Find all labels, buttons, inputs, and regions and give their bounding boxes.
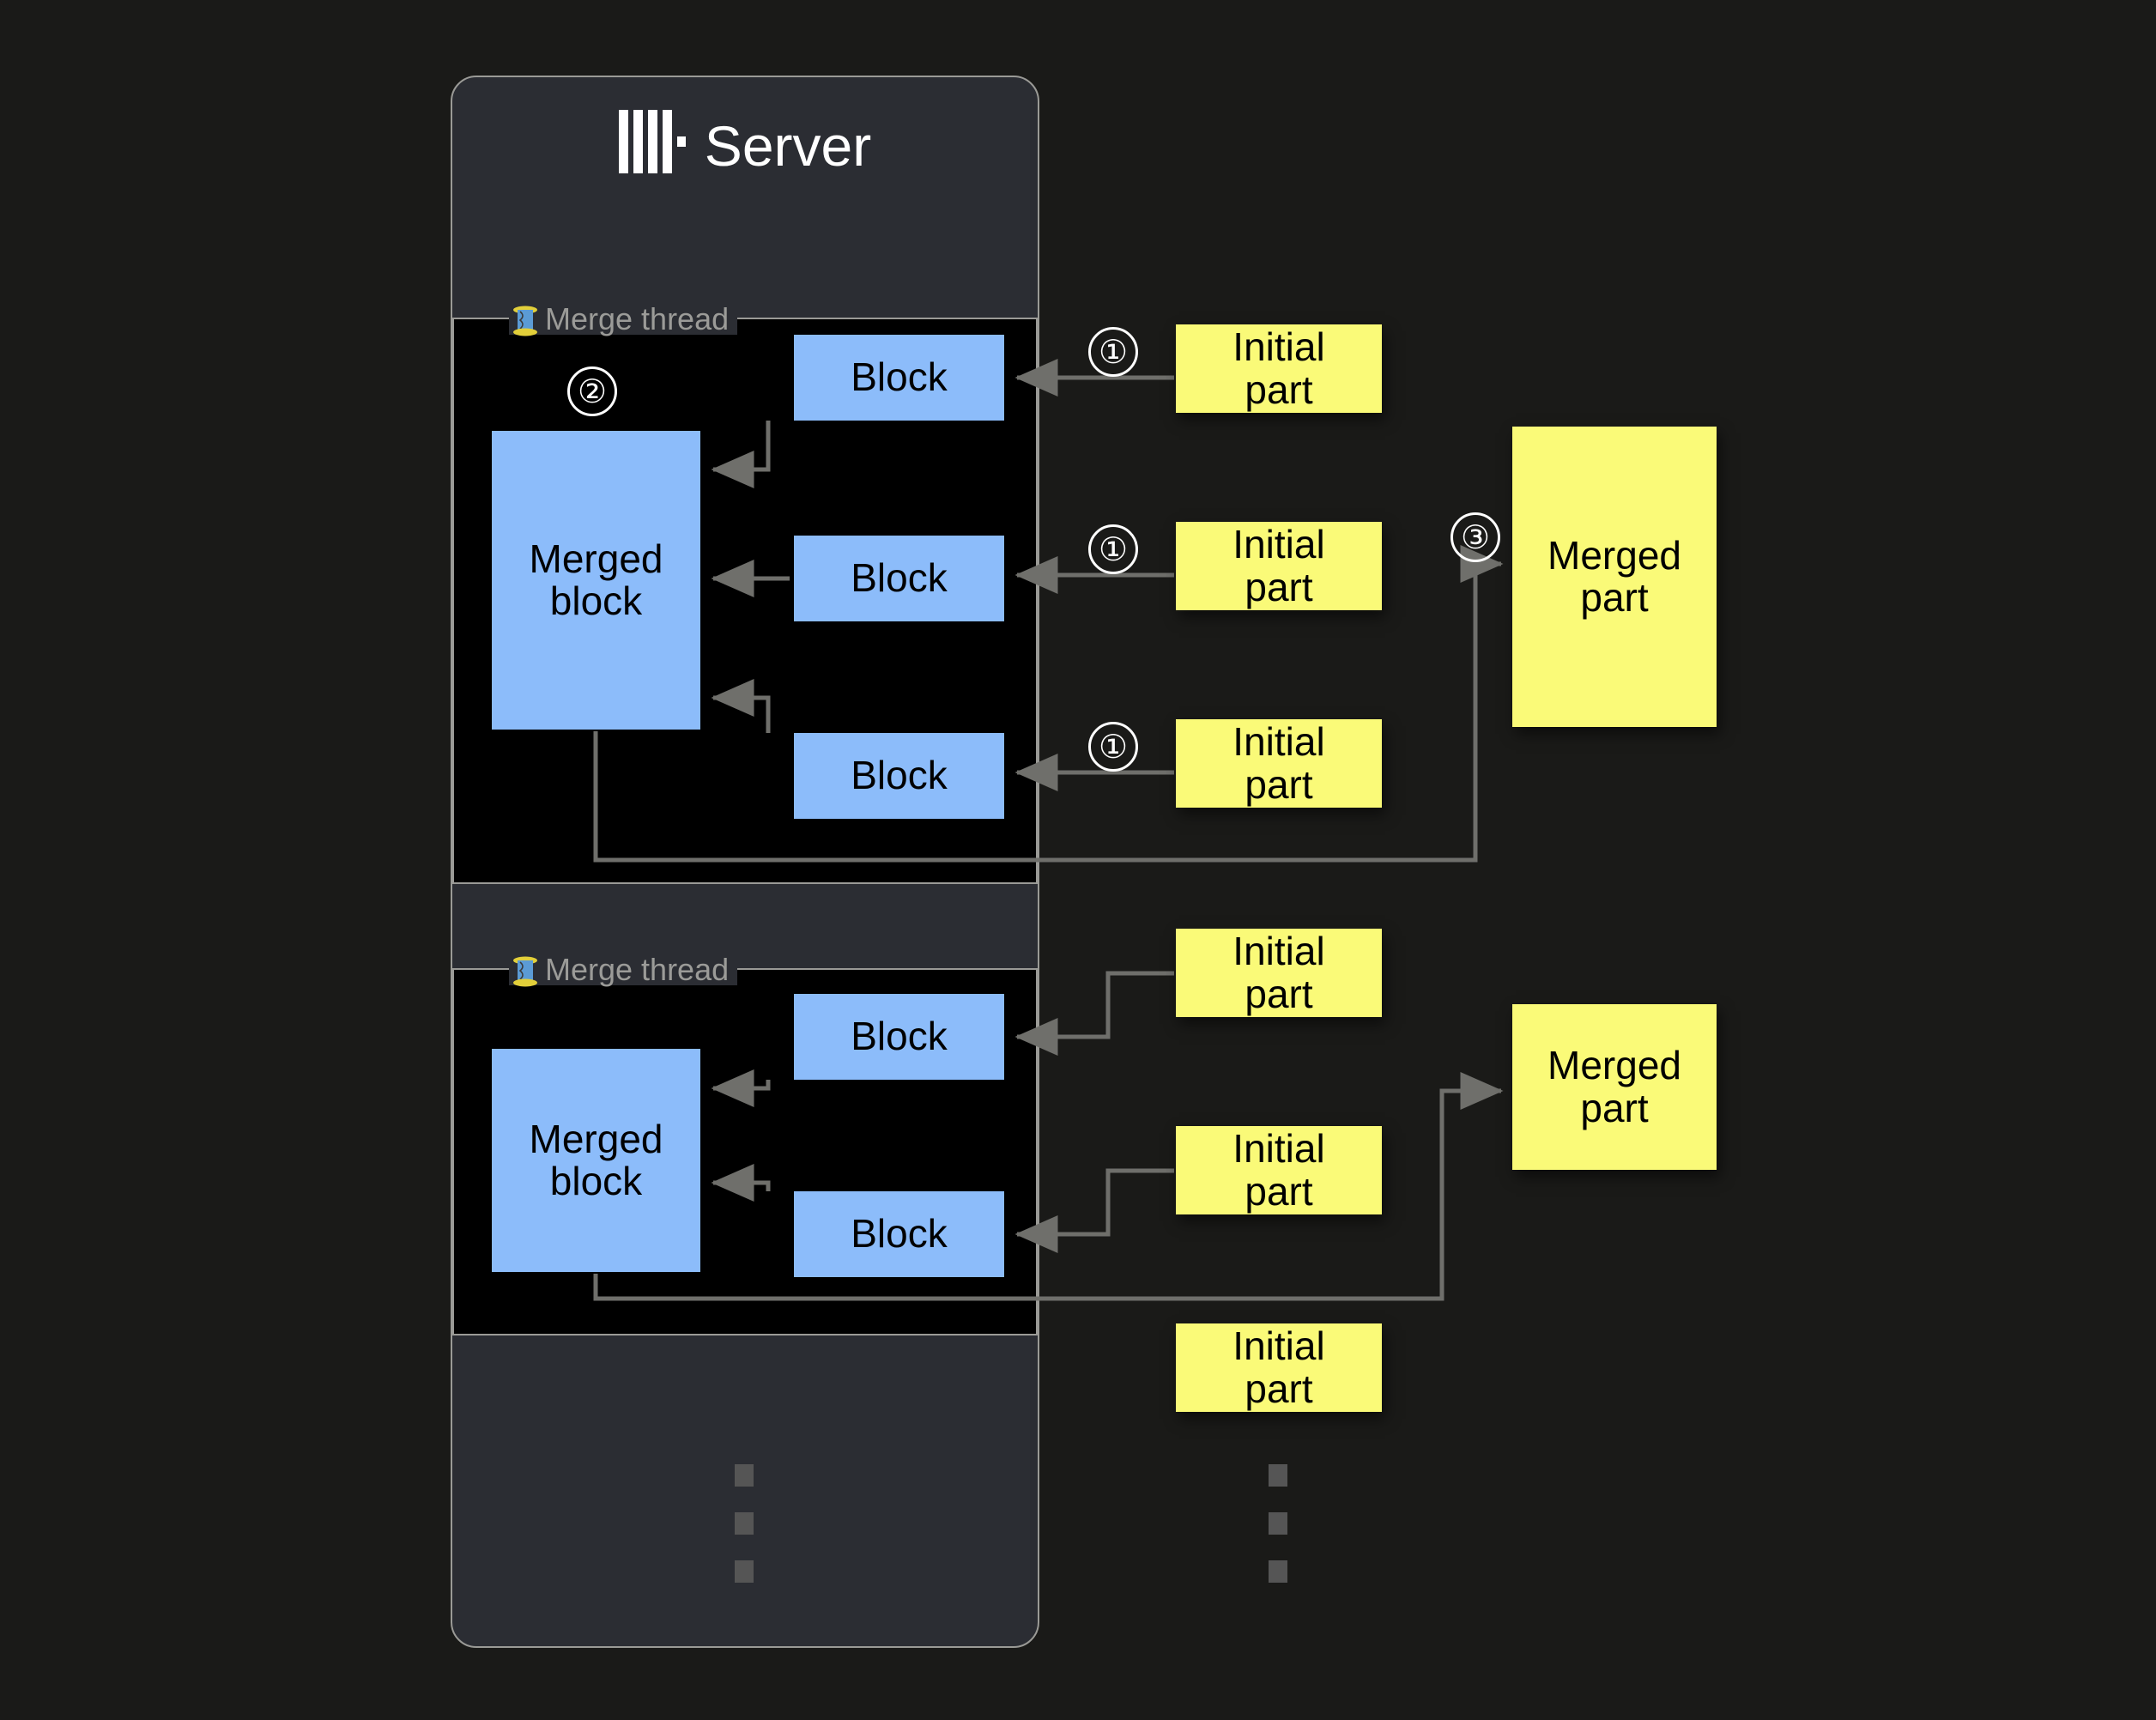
initial-part-line2: part bbox=[1245, 366, 1313, 412]
initial-part-box: Initial part bbox=[1176, 929, 1382, 1017]
initial-part-line2: part bbox=[1245, 1366, 1313, 1411]
initial-part-line1: Initial bbox=[1232, 719, 1325, 765]
initial-part-line1: Initial bbox=[1232, 1126, 1325, 1172]
merged-block-box: Merged block bbox=[492, 1049, 700, 1272]
initial-part-box: Initial part bbox=[1176, 324, 1382, 413]
initial-part-box: Initial part bbox=[1176, 522, 1382, 610]
merged-part-line1: Merged bbox=[1547, 1043, 1681, 1088]
thread-spool-icon bbox=[512, 956, 538, 987]
step-number-1: ① bbox=[1088, 327, 1138, 377]
merged-block-label-line1: Merged bbox=[529, 536, 663, 581]
ellipsis-dot bbox=[735, 1464, 754, 1487]
block-label: Block bbox=[851, 753, 948, 798]
merged-block-label-line2: block bbox=[549, 1159, 643, 1203]
clickhouse-logo-icon bbox=[618, 110, 686, 182]
initial-part-line2: part bbox=[1245, 1168, 1313, 1214]
ellipsis-dot bbox=[1269, 1512, 1287, 1535]
block-label: Block bbox=[851, 354, 948, 400]
step-number-1: ① bbox=[1088, 722, 1138, 772]
merged-part-line2: part bbox=[1580, 1085, 1649, 1130]
initial-part-line1: Initial bbox=[1232, 929, 1325, 974]
initial-part-line2: part bbox=[1245, 971, 1313, 1016]
block-label: Block bbox=[851, 1014, 948, 1059]
merge-thread-legend-2: Merge thread bbox=[509, 952, 738, 987]
block-box: Block bbox=[794, 335, 1004, 421]
step-number-1: ① bbox=[1088, 524, 1138, 574]
merge-thread-legend-text-2: Merge thread bbox=[545, 952, 730, 987]
step-number-3: ③ bbox=[1450, 512, 1500, 562]
merged-block-label-line1: Merged bbox=[529, 1116, 663, 1161]
merge-thread-legend-text-1: Merge thread bbox=[545, 301, 730, 336]
initial-part-box: Initial part bbox=[1176, 1323, 1382, 1412]
thread-spool-icon bbox=[512, 306, 538, 336]
merged-block-label-line2: block bbox=[549, 578, 643, 623]
initial-part-line1: Initial bbox=[1232, 522, 1325, 567]
ellipsis-dots-parts bbox=[1269, 1464, 1287, 1608]
block-box: Block bbox=[794, 994, 1004, 1080]
initial-part-line1: Initial bbox=[1232, 324, 1325, 370]
merged-part-box: Merged part bbox=[1512, 427, 1717, 727]
merged-block-box: Merged block bbox=[492, 431, 700, 730]
initial-part-line2: part bbox=[1245, 761, 1313, 807]
ellipsis-dot bbox=[735, 1512, 754, 1535]
merged-part-line2: part bbox=[1580, 575, 1649, 620]
merge-thread-legend-1: Merge thread bbox=[509, 301, 738, 336]
block-box: Block bbox=[794, 536, 1004, 621]
ellipsis-dots-server bbox=[735, 1464, 754, 1608]
initial-part-box: Initial part bbox=[1176, 719, 1382, 808]
block-label: Block bbox=[851, 555, 948, 601]
step-number-2: ② bbox=[567, 366, 617, 416]
merged-part-box: Merged part bbox=[1512, 1004, 1717, 1170]
initial-part-line1: Initial bbox=[1232, 1323, 1325, 1369]
initial-part-box: Initial part bbox=[1176, 1126, 1382, 1214]
ellipsis-dot bbox=[735, 1560, 754, 1583]
merged-part-line1: Merged bbox=[1547, 532, 1681, 578]
server-title-text: Server bbox=[704, 114, 872, 178]
block-box: Block bbox=[794, 1191, 1004, 1277]
block-box: Block bbox=[794, 733, 1004, 819]
server-title: Server bbox=[451, 110, 1039, 182]
initial-part-line2: part bbox=[1245, 564, 1313, 609]
ellipsis-dot bbox=[1269, 1560, 1287, 1583]
block-label: Block bbox=[851, 1211, 948, 1257]
ellipsis-dot bbox=[1269, 1464, 1287, 1487]
